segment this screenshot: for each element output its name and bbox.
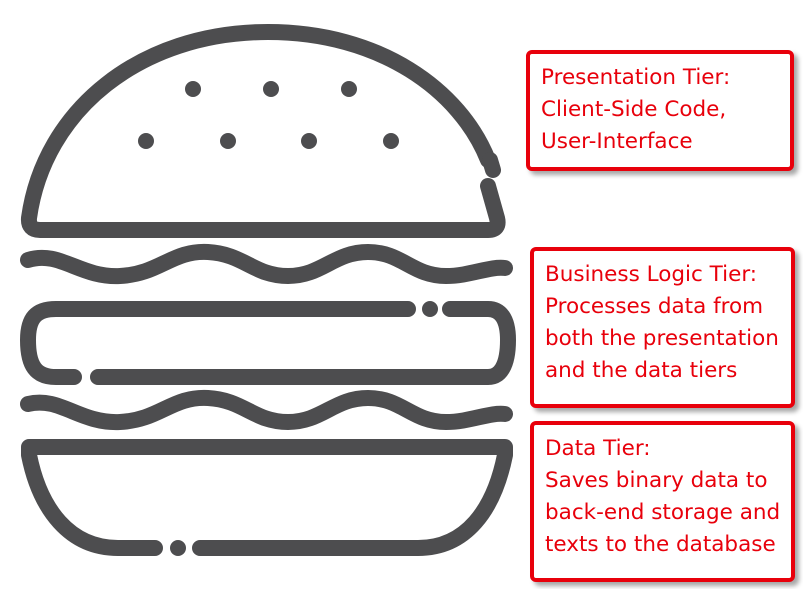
presentation-tier-line: User-Interface: [541, 129, 693, 154]
data-tier-line: Saves binary data to: [545, 468, 768, 493]
business-logic-tier-line: and the data tiers: [545, 358, 738, 383]
data-tier-title: Data Tier:: [545, 436, 651, 461]
data-tier-line: texts to the database: [545, 532, 776, 557]
presentation-tier-callout: Presentation Tier: Client-Side Code, Use…: [526, 50, 794, 171]
top-bun: [20, 24, 506, 238]
business-logic-tier-callout: Business Logic Tier: Processes data from…: [530, 247, 795, 408]
patty-outline: [90, 301, 516, 385]
lettuce-top: [20, 243, 513, 285]
data-tier-callout: Data Tier: Saves binary data to back-end…: [530, 421, 795, 582]
business-logic-tier-title: Business Logic Tier:: [545, 262, 758, 287]
patty: [20, 301, 416, 385]
top-bun-highlight: [482, 152, 501, 178]
business-logic-tier-line: both the presentation: [545, 326, 779, 351]
business-logic-tier-line: Processes data from: [545, 294, 764, 319]
bottom-bun: [21, 439, 513, 556]
presentation-tier-line: Client-Side Code,: [541, 97, 727, 122]
lettuce-bottom: [20, 389, 513, 431]
data-tier-line: back-end storage and: [545, 500, 781, 525]
sesame-seeds: [138, 81, 438, 556]
presentation-tier-title: Presentation Tier:: [541, 65, 731, 90]
